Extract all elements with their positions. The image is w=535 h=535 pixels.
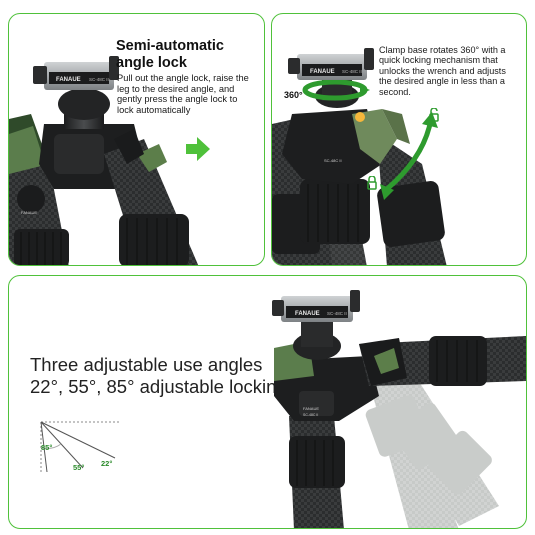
description-line: second. bbox=[379, 86, 411, 97]
tripod-clamp-rotation-photo: SC-48C II FANAUE SC-48C II bbox=[272, 48, 447, 265]
tripod-angles-photo: FANAUE SC-48C II FANAUE SC-48C II bbox=[272, 290, 526, 528]
open-padlock-icon bbox=[429, 108, 439, 122]
clamp-rotation-panel: SC-48C II FANAUE SC-48C II 360° bbox=[271, 13, 527, 266]
angle-label-22: 22° bbox=[101, 459, 112, 468]
svg-text:SC-48C II: SC-48C II bbox=[327, 311, 347, 316]
angle-label-55: 55° bbox=[73, 463, 84, 472]
svg-text:SC-48C II: SC-48C II bbox=[303, 413, 318, 417]
angles-headline: Three adjustable use angles 22°, 55°, 85… bbox=[30, 354, 287, 398]
description-line: gently press the angle lock to bbox=[117, 94, 238, 105]
description-line: unlocks the wrench and adjusts bbox=[379, 65, 506, 76]
angle-lock-title: Semi-automatic angle lock bbox=[116, 38, 224, 72]
svg-text:FANAUE: FANAUE bbox=[56, 77, 81, 83]
svg-text:FANAUE: FANAUE bbox=[303, 406, 319, 411]
adjustable-angles-panel: Three adjustable use angles 22°, 55°, 85… bbox=[8, 275, 527, 529]
description-line: leg to the desired angle, and bbox=[117, 83, 235, 94]
svg-text:FANAUE: FANAUE bbox=[310, 69, 335, 75]
clamp-rotation-description: Clamp base rotates 360° with a quick loc… bbox=[379, 45, 506, 97]
svg-text:FANAUE: FANAUE bbox=[295, 311, 320, 317]
description-line: lock automatically bbox=[117, 104, 191, 115]
svg-text:FANAUE: FANAUE bbox=[21, 210, 37, 215]
description-line: quick locking mechanism that bbox=[379, 55, 498, 66]
title-line-2: angle lock bbox=[116, 55, 187, 71]
padlock-icon bbox=[367, 176, 377, 190]
angle-diagram: 85° 55° 22° bbox=[40, 421, 119, 473]
svg-text:SC-48C II: SC-48C II bbox=[89, 77, 109, 82]
headline-line-2: 22°, 55°, 85° adjustable locking bbox=[30, 376, 287, 397]
headline-line-1: Three adjustable use angles bbox=[30, 354, 263, 375]
svg-text:SC-48C II: SC-48C II bbox=[324, 158, 342, 163]
title-line-1: Semi-automatic bbox=[116, 38, 224, 54]
tripod-angle-lock-photo: FANAUE SC-48C II FANAUE bbox=[9, 56, 199, 265]
rotation-label: 360° bbox=[284, 90, 303, 100]
description-line: the desired angle in less than a bbox=[379, 76, 505, 87]
right-arrow-icon bbox=[186, 137, 210, 161]
angle-lock-description: Pull out the angle lock, raise the leg t… bbox=[117, 73, 249, 115]
description-line: Clamp base rotates 360° with a bbox=[379, 45, 506, 55]
angle-label-85: 85° bbox=[41, 443, 52, 452]
description-line: Pull out the angle lock, raise the bbox=[117, 73, 249, 83]
svg-text:SC-48C II: SC-48C II bbox=[342, 69, 362, 74]
angle-lock-panel: FANAUE SC-48C II FANAUE Semi-automatic a… bbox=[8, 13, 265, 266]
